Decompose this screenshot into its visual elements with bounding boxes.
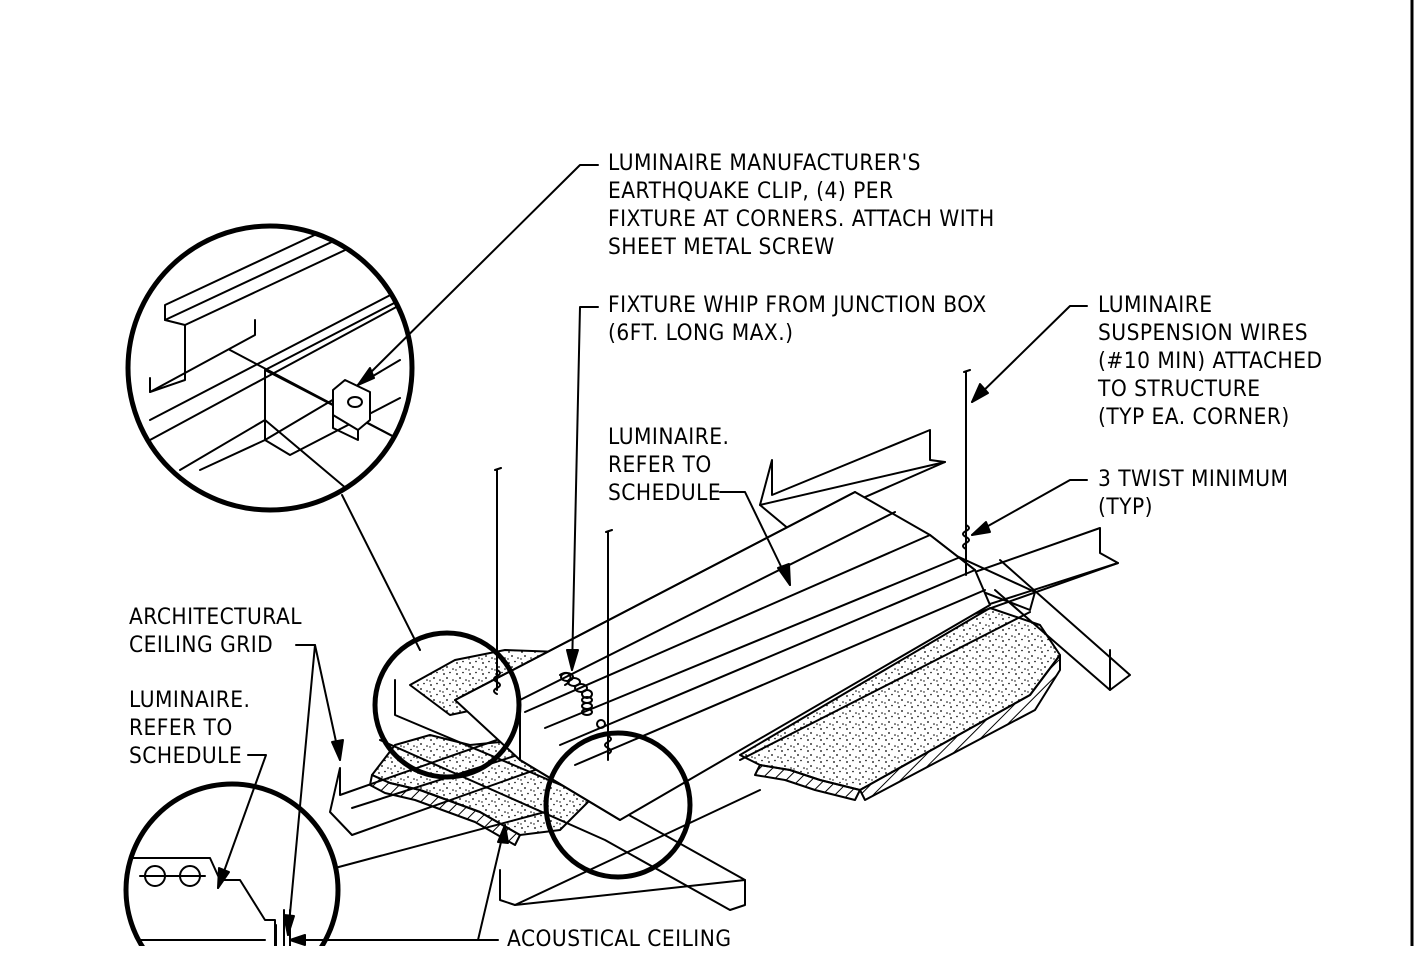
note-line: SCHEDULE: [129, 744, 243, 769]
note-line: (TYP EA. CORNER): [1098, 405, 1290, 430]
note-acoustical-ceiling: ACOUSTICAL CEILING: [507, 926, 731, 954]
note-ceiling-grid: ARCHITECTURAL CEILING GRID: [129, 604, 302, 660]
note-line: (6FT. LONG MAX.): [608, 321, 794, 346]
fixture-whip: [559, 671, 593, 716]
note-line: LUMINAIRE MANUFACTURER'S: [608, 151, 921, 176]
note-fixture-whip: FIXTURE WHIP FROM JUNCTION BOX (6FT. LON…: [608, 292, 987, 348]
note-line: 3 TWIST MINIMUM: [1098, 467, 1289, 492]
note-suspension-wires: LUMINAIRE SUSPENSION WIRES (#10 MIN) ATT…: [1098, 292, 1323, 432]
note-line: LUMINAIRE.: [129, 688, 251, 713]
enlarged-clip-detail: [125, 223, 415, 513]
note-line: SCHEDULE: [608, 481, 722, 506]
note-line: TO STRUCTURE: [1098, 377, 1261, 402]
note-line: SUSPENSION WIRES: [1098, 321, 1309, 346]
note-line: REFER TO: [608, 453, 712, 478]
detail-circle-corner-left: [372, 630, 522, 780]
note-line: LUMINAIRE: [1098, 293, 1213, 318]
note-line: (#10 MIN) ATTACHED: [1098, 349, 1323, 374]
note-line: EARTHQUAKE CLIP, (4) PER: [608, 179, 894, 204]
note-line: LUMINAIRE.: [608, 425, 730, 450]
enlarged-section-detail: [123, 781, 341, 946]
detail-circle-corner-front: [543, 730, 693, 880]
note-luminaire-left: LUMINAIRE. REFER TO SCHEDULE: [129, 687, 250, 771]
note-line: (TYP): [1098, 495, 1154, 520]
note-line: REFER TO: [129, 716, 233, 741]
leader-lines: [217, 164, 1088, 946]
note-line: SHEET METAL SCREW: [608, 235, 835, 260]
note-twist-minimum: 3 TWIST MINIMUM (TYP): [1098, 466, 1288, 522]
note-line: CEILING GRID: [129, 633, 274, 658]
note-line: FIXTURE AT CORNERS. ATTACH WITH: [608, 207, 995, 232]
note-line: ARCHITECTURAL: [129, 605, 303, 630]
note-line: ACOUSTICAL CEILING: [507, 927, 732, 952]
note-line: FIXTURE WHIP FROM JUNCTION BOX: [608, 293, 987, 318]
note-earthquake-clip: LUMINAIRE MANUFACTURER'S EARTHQUAKE CLIP…: [608, 150, 995, 262]
note-luminaire-center: LUMINAIRE. REFER TO SCHEDULE: [608, 424, 729, 508]
